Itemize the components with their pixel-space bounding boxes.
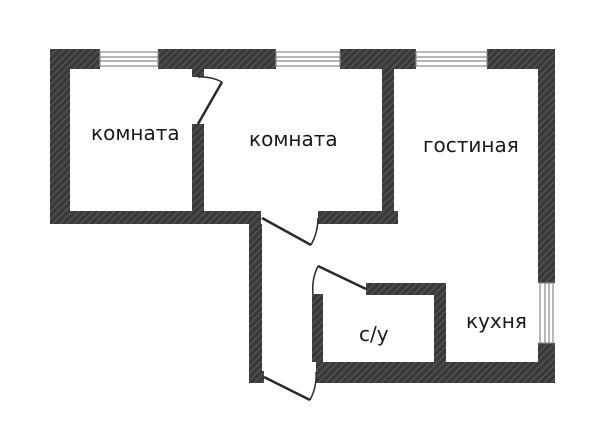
window-right <box>539 282 554 344</box>
walls <box>50 49 555 383</box>
wall-bottom-1 <box>249 371 264 383</box>
wall-bath-right <box>434 283 446 362</box>
wall-partition-2 <box>382 69 394 224</box>
window-top-2 <box>275 51 341 67</box>
wall-partition-1-lower <box>192 124 204 224</box>
doors <box>196 76 367 402</box>
wall-bath-top <box>366 283 446 295</box>
door-entrance <box>263 371 317 402</box>
window-top-1 <box>99 51 159 67</box>
door-room-2 <box>261 216 319 247</box>
wall-bath-left <box>312 294 323 362</box>
door-bathroom <box>311 264 367 295</box>
wall-rooms-bottom-2 <box>318 211 398 224</box>
wall-left <box>50 49 70 224</box>
door-room-1 <box>196 76 224 125</box>
label-room-middle: комната <box>249 127 338 151</box>
room-labels: комната комната гостиная с/у кухня <box>91 121 527 346</box>
label-room-left: комната <box>91 121 180 145</box>
wall-bottom-2 <box>316 362 555 383</box>
label-kitchen: кухня <box>466 309 527 333</box>
label-living-room: гостиная <box>423 133 519 157</box>
wall-rooms-bottom-1 <box>50 211 261 224</box>
wall-partition-1-upper <box>192 69 204 77</box>
wall-hall-left <box>249 224 262 383</box>
wall-right-upper <box>538 49 555 283</box>
wall-top-3 <box>340 49 416 69</box>
windows <box>99 51 554 344</box>
window-top-3 <box>415 51 488 67</box>
label-bathroom: с/у <box>359 322 389 346</box>
wall-top-2 <box>158 49 276 69</box>
